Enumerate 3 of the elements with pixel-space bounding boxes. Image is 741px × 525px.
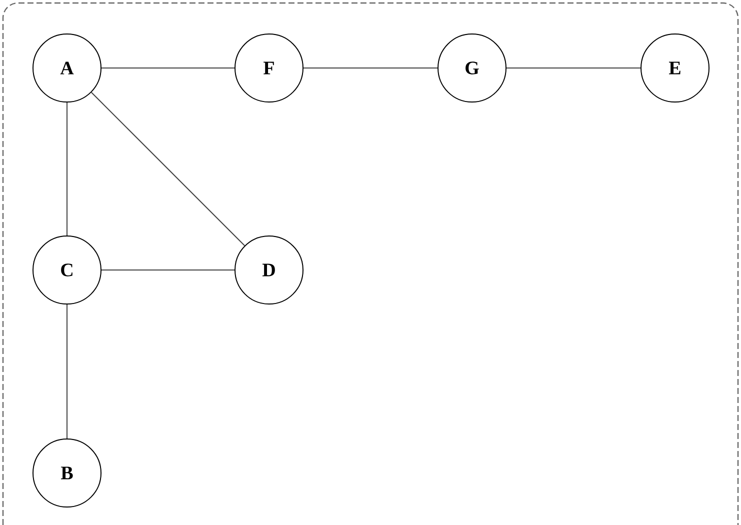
- edge-line: [66, 304, 68, 439]
- edge-line: [66, 102, 68, 236]
- edge-line: [90, 92, 246, 246]
